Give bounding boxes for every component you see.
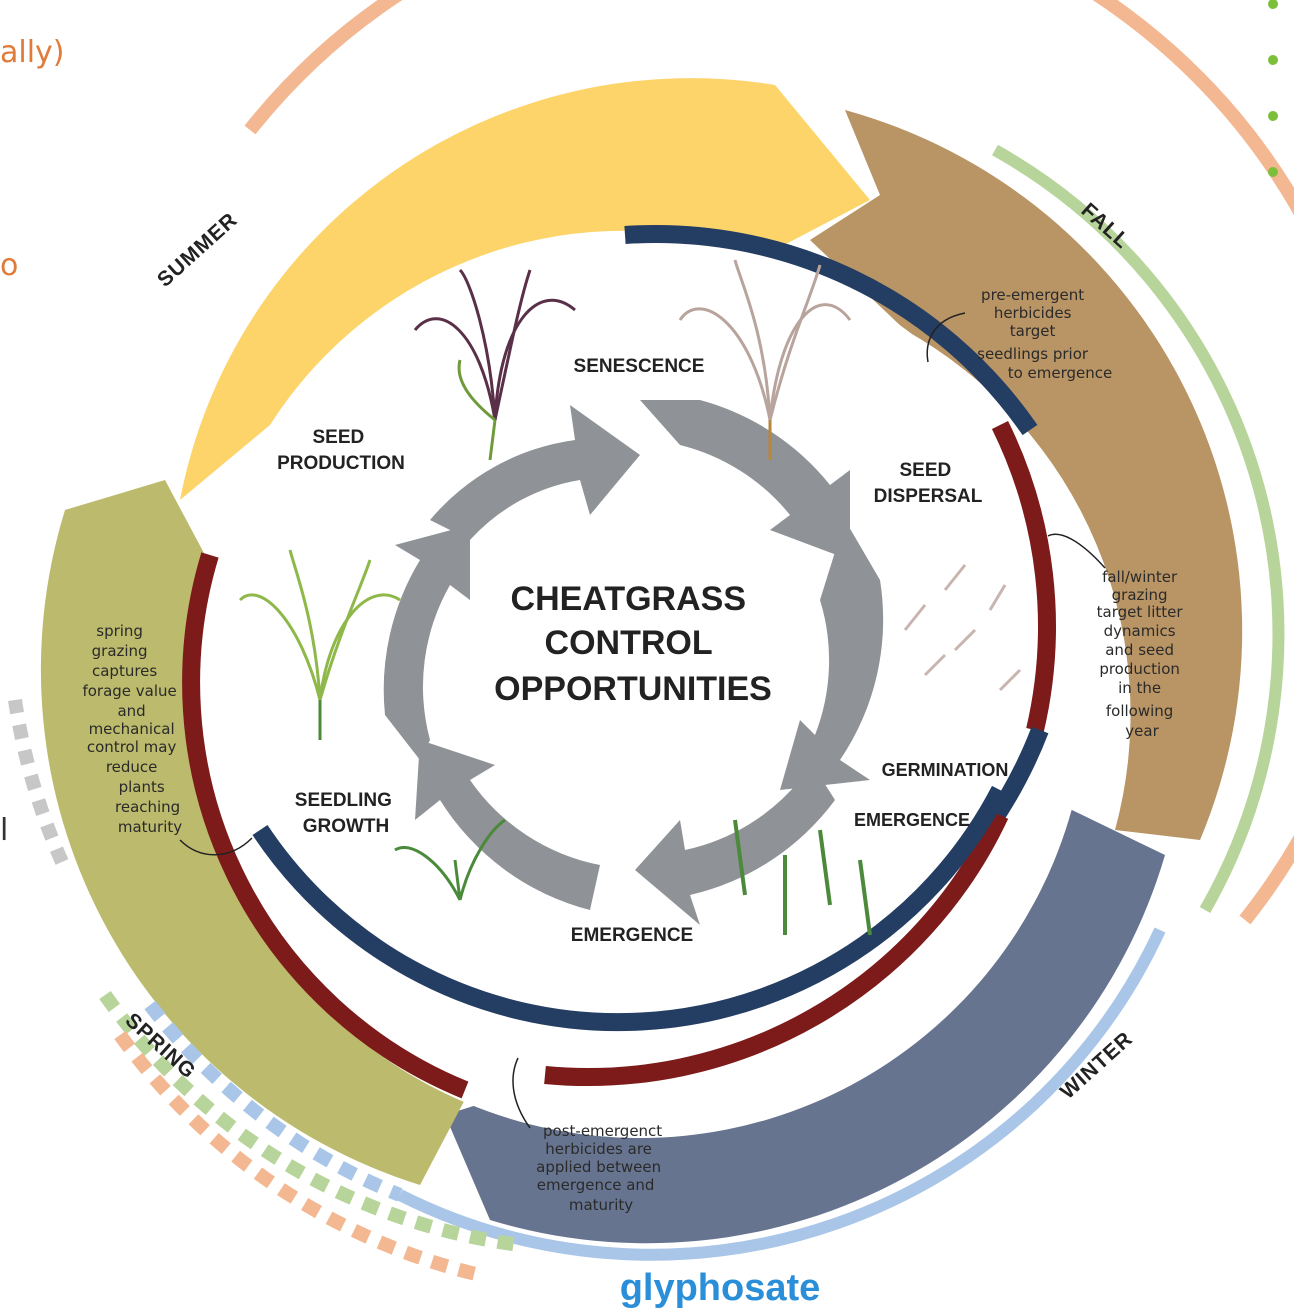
stage-seed-dispersal: SEED DISPERSAL xyxy=(874,460,983,507)
inner-disc xyxy=(192,242,1088,1138)
stage-seedling-growth: SEEDLING GROWTH xyxy=(295,790,397,837)
stage-seed-production: SEED PRODUCTION xyxy=(277,427,405,474)
maroon-ring-lower xyxy=(544,811,1009,1086)
plant-senescence-dark xyxy=(413,268,576,461)
pointer-post-emergent xyxy=(512,1057,531,1129)
orange-arc-top xyxy=(244,0,1294,925)
edge-text-top-left: ally) xyxy=(0,35,65,70)
edge-text-mid-left: o xyxy=(0,248,18,283)
dashed-arc-left xyxy=(8,698,69,865)
note-fall-winter: fall/winter grazing target litter dynami… xyxy=(1097,568,1188,740)
note-post-emergent: post-emergenct herbicides are applied be… xyxy=(536,1122,667,1214)
dashed-arc-orange xyxy=(114,1030,482,1282)
dashed-arc-blue xyxy=(144,1000,403,1202)
seed-scatter xyxy=(903,564,1022,692)
dashed-arc-green xyxy=(99,990,521,1252)
cycle-arrow-bottom xyxy=(415,740,600,910)
title-line: CONTROL xyxy=(545,624,712,662)
stage-germination: GERMINATION xyxy=(882,760,1009,780)
bullet-icon xyxy=(1268,111,1278,121)
stage-emergence-bottom: EMERGENCE xyxy=(571,925,693,946)
maroon-ring-right xyxy=(991,421,1056,733)
cycle-arrow-right xyxy=(780,520,884,790)
season-summer: SUMMER xyxy=(153,208,242,292)
note-spring-grazing: spring grazing captures forage value and… xyxy=(82,622,185,836)
edge-text-lower-left: l xyxy=(0,813,8,848)
green-arc-right xyxy=(992,144,1285,913)
cycle-arrow-top-right xyxy=(640,400,850,560)
pointer-spring xyxy=(179,837,253,856)
bullet-icon xyxy=(1268,0,1278,9)
cycle-arrow-left xyxy=(383,525,470,760)
spring-arrow xyxy=(40,480,471,1185)
stage-senescence: SENESCENCE xyxy=(574,356,705,377)
plant-emergence-small xyxy=(394,818,506,901)
summer-arrow xyxy=(180,78,870,500)
pointer-pre-emergent xyxy=(926,312,966,363)
note-pre-emergent: pre-emergent herbicides target seedlings… xyxy=(977,286,1112,382)
navy-ring-bottom xyxy=(252,785,1008,1032)
pointer-fall-winter xyxy=(1047,533,1106,569)
maroon-ring-left xyxy=(182,552,469,1099)
plant-seedling-green xyxy=(238,549,401,740)
bullet-icon xyxy=(1268,167,1278,177)
plant-seedlings-sprouts xyxy=(733,819,872,936)
glyphosate-label: glyphosate xyxy=(620,1267,821,1309)
navy-ring-top xyxy=(624,224,1038,436)
center-title: CHEATGRASS CONTROL OPPORTUNITIES xyxy=(494,580,772,708)
season-fall: FALL xyxy=(1077,199,1134,254)
plant-senescence-pale xyxy=(678,259,852,460)
title-line: OPPORTUNITIES xyxy=(494,670,772,708)
blue-arc-bottom xyxy=(397,927,1166,1261)
bullet-icon xyxy=(1268,55,1278,65)
stage-emergence-right: EMERGENCE xyxy=(854,810,970,830)
cycle-arrow-top-left xyxy=(430,405,640,540)
fall-arrow xyxy=(810,110,1243,840)
title-line: CHEATGRASS xyxy=(511,580,747,618)
